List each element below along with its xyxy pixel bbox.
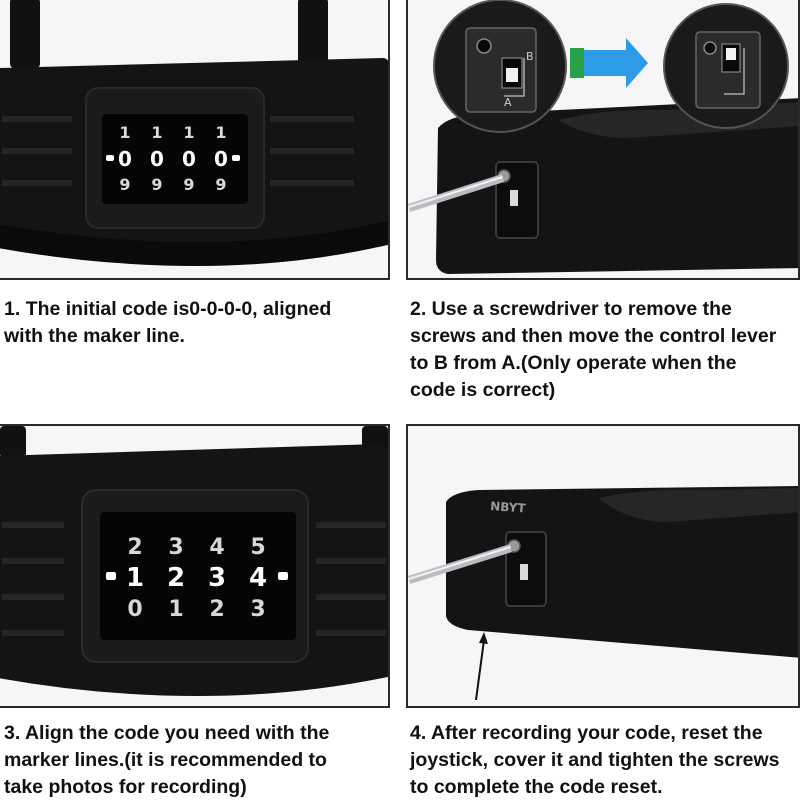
step1-photo: 1 0 9 1 0 9 1 0 9 1 0 9 <box>0 0 390 280</box>
dial-2-bot: 9 <box>151 175 162 194</box>
step1-caption: 1. The initial code is0-0-0-0, aligned w… <box>4 296 394 350</box>
dial-1-mid: 1 <box>126 563 144 593</box>
dial-2-mid: 0 <box>150 147 164 171</box>
dial-4-bot: 3 <box>250 597 265 622</box>
dial-4: 1 0 9 <box>214 123 228 194</box>
dial-2: 3 2 1 <box>167 535 185 622</box>
brand-logo: NBYT <box>490 499 527 515</box>
dial-2-mid: 2 <box>167 563 185 593</box>
tighten-screws-illustration: NBYT <box>408 426 798 706</box>
caption-line: with the maker line. <box>4 325 185 347</box>
dial-4-bot: 9 <box>215 175 226 194</box>
dial-4: 5 4 3 <box>249 535 267 622</box>
dial-3: 1 0 9 <box>182 123 196 194</box>
dial-2-top: 1 <box>151 123 162 142</box>
step3-photo: 2 1 0 3 2 1 4 3 2 5 4 3 <box>0 424 390 708</box>
caption-line: take photos for recording) <box>4 776 247 798</box>
arrow-right-icon <box>570 38 648 88</box>
lever-label-a: A <box>504 96 512 109</box>
caption-line: 1. The initial code is0-0-0-0, aligned <box>4 298 332 320</box>
dial-1: 1 0 9 <box>118 123 132 194</box>
dial-3-top: 1 <box>183 123 194 142</box>
dial-2-bot: 1 <box>168 597 183 622</box>
dial-4-mid: 0 <box>214 147 228 171</box>
dial-3-bot: 9 <box>183 175 194 194</box>
lever-adjust-illustration: B A <box>408 0 798 278</box>
dial-3-mid: 3 <box>208 563 226 593</box>
caption-line: joystick, cover it and tighten the screw… <box>410 749 780 771</box>
dial-4-top: 5 <box>250 535 265 560</box>
caption-line: 3. Align the code you need with the <box>4 722 330 744</box>
arrow-up-icon <box>475 632 488 701</box>
lock-initial-code-illustration: 1 0 9 1 0 9 1 0 9 1 0 9 <box>0 0 388 278</box>
dial-4-mid: 4 <box>249 563 267 593</box>
dial-3-mid: 0 <box>182 147 196 171</box>
dial-4-top: 1 <box>215 123 226 142</box>
dial-3: 4 3 2 <box>208 535 226 622</box>
dial-1: 2 1 0 <box>126 535 144 622</box>
dial-2: 1 0 9 <box>150 123 164 194</box>
step4-caption: 4. After recording your code, reset the … <box>410 720 800 801</box>
dial-1-top: 1 <box>119 123 130 142</box>
step4-photo: NBYT <box>406 424 800 708</box>
dial-1-bot: 0 <box>127 597 142 622</box>
step3-caption: 3. Align the code you need with the mark… <box>4 720 394 801</box>
caption-line: 4. After recording your code, reset the <box>410 722 763 744</box>
dial-1-mid: 0 <box>118 147 132 171</box>
dial-1-bot: 9 <box>119 175 130 194</box>
dial-3-bot: 2 <box>209 597 224 622</box>
lock-new-code-illustration: 2 1 0 3 2 1 4 3 2 5 4 3 <box>0 426 388 706</box>
lever-label-b: B <box>526 50 534 63</box>
step2-caption: 2. Use a screwdriver to remove the screw… <box>410 296 800 404</box>
caption-line: marker lines.(it is recommended to <box>4 749 327 771</box>
caption-line: code is correct) <box>410 379 556 401</box>
dial-2-top: 3 <box>168 535 183 560</box>
caption-line: to B from A.(Only operate when the <box>410 352 737 374</box>
dial-3-top: 4 <box>209 535 224 560</box>
dial-1-top: 2 <box>127 535 142 560</box>
caption-line: 2. Use a screwdriver to remove the <box>410 298 732 320</box>
caption-line: to complete the code reset. <box>410 776 663 798</box>
caption-line: screws and then move the control lever <box>410 325 777 347</box>
step2-photo: B A <box>406 0 800 280</box>
